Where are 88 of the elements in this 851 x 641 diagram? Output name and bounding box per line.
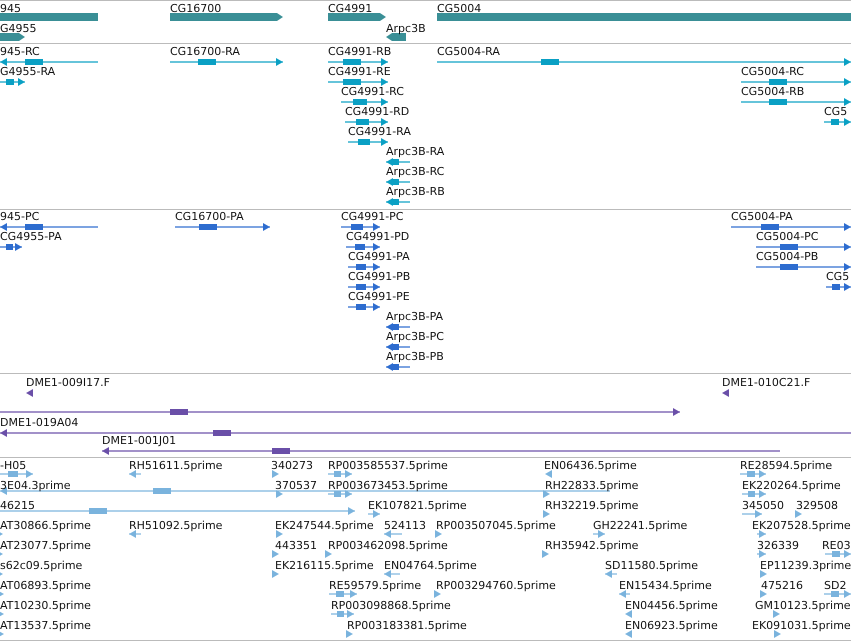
- feature-label: EN04456.5prime: [625, 599, 718, 612]
- feature-label: RP003507045.5prime: [436, 519, 556, 532]
- feature-label: Arpc3B: [386, 22, 426, 35]
- feature-label: RE59579.5prime: [329, 579, 422, 592]
- feature-label: 345050: [742, 499, 784, 512]
- feature-label: AT10230.5prime: [0, 599, 91, 612]
- feature-label: 945: [0, 2, 21, 15]
- feature-label: RP003462098.5prime: [328, 539, 448, 552]
- feature-label: s62c09.5prime: [0, 559, 82, 572]
- feature-label: 3E04.3prime: [0, 479, 70, 492]
- feature-label: EN15434.5prime: [619, 579, 712, 592]
- feature-label: CG5: [826, 270, 850, 283]
- feature-label: CG4991-RA: [348, 125, 411, 138]
- feature-label: EN04764.5prime: [384, 559, 477, 572]
- feature-label: CG5004: [437, 2, 482, 15]
- feature-label: AT23077.5prime: [0, 539, 91, 552]
- feature-label: EK107821.5prime: [368, 499, 467, 512]
- feature-label: 524113: [384, 519, 426, 532]
- feature-label: 945-PC: [0, 210, 40, 223]
- feature-label: EK091031.5prime: [752, 619, 851, 632]
- feature-label: CG4991-PA: [348, 250, 410, 263]
- feature-label: 475216: [761, 579, 803, 592]
- feature-label: RE28594.5prime: [740, 459, 832, 472]
- feature-label: 370537: [275, 479, 317, 492]
- feature-label: CG5004-RA: [437, 45, 500, 58]
- feature-label: CG4991-PB: [348, 270, 410, 283]
- feature-label: G4955: [0, 22, 37, 35]
- feature-label: RH51092.5prime: [129, 519, 222, 532]
- feature-label: Arpc3B-RA: [386, 145, 444, 158]
- feature-label: RE03: [822, 539, 851, 552]
- feature-label: SD11580.5prime: [605, 559, 698, 572]
- feature-label: CG4991-RE: [328, 65, 391, 78]
- feature-label: CG4991-RD: [345, 105, 410, 118]
- feature-label: Arpc3B-PB: [386, 350, 444, 363]
- feature-label: RP003673453.5prime: [328, 479, 448, 492]
- feature-label: AT13537.5prime: [0, 619, 91, 632]
- feature-label: RP003585537.5prime: [328, 459, 448, 472]
- feature-label: GM10123.5prime: [755, 599, 851, 612]
- feature-label: Arpc3B-PC: [386, 330, 444, 343]
- feature-label: EP11239.3prime: [760, 559, 851, 572]
- feature-label: Arpc3B-RB: [386, 185, 445, 198]
- feature-label: RH35942.5prime: [545, 539, 638, 552]
- feature-label: EK247544.5prime: [275, 519, 374, 532]
- feature-label: CG5004-RB: [741, 85, 804, 98]
- feature-label: 945-RC: [0, 45, 40, 58]
- feature-label: GH22241.5prime: [593, 519, 688, 532]
- feature-label: CG4991-RC: [341, 85, 404, 98]
- feature-label: 329508: [796, 499, 838, 512]
- feature-label: AT30866.5prime: [0, 519, 91, 532]
- feature-label: CG16700-PA: [175, 210, 244, 223]
- feature-label: AT06893.5prime: [0, 579, 91, 592]
- feature-label: DME1-009I17.F: [26, 376, 110, 389]
- feature-label: DME1-001J01: [102, 434, 176, 447]
- feature-label: RP003294760.5prime: [436, 579, 556, 592]
- feature-label: RH32219.5prime: [545, 499, 638, 512]
- feature-label: CG16700-RA: [170, 45, 240, 58]
- feature-label: G4955-RA: [0, 65, 56, 78]
- feature-label: RP003183381.5prime: [347, 619, 467, 632]
- feature-label: CG5004-RC: [741, 65, 804, 78]
- feature-label: Arpc3B-RC: [386, 165, 444, 178]
- feature-label: EK216115.5prime: [275, 559, 374, 572]
- feature-label: 443351: [275, 539, 317, 552]
- feature-label: DME1-019A04: [0, 416, 78, 429]
- feature-label: 46215: [0, 499, 35, 512]
- feature-label: 326339: [757, 539, 799, 552]
- feature-label: DME1-010C21.F: [722, 376, 810, 389]
- feature-label: CG16700: [170, 2, 222, 15]
- feature-label: EK220264.5prime: [742, 479, 841, 492]
- feature-label: CG4991-PC: [341, 210, 404, 223]
- feature-label: CG5004-PC: [756, 230, 818, 243]
- feature-label: EN06923.5prime: [625, 619, 718, 632]
- feature-label: CG5: [824, 105, 848, 118]
- feature-label: SD2: [824, 579, 846, 592]
- feature-label: CG4991-PE: [348, 290, 410, 303]
- feature-label: CG4991: [328, 2, 372, 15]
- feature-label: Arpc3B-PA: [386, 310, 444, 323]
- feature-label: EN06436.5prime: [544, 459, 637, 472]
- feature-label: 340273: [271, 459, 313, 472]
- feature-label: CG4991-RB: [328, 45, 392, 58]
- feature-label: CG4991-PD: [346, 230, 410, 243]
- feature-label: CG5004-PA: [731, 210, 793, 223]
- feature-label: EK207528.5prime: [752, 519, 851, 532]
- feature-label: -H05: [0, 459, 26, 472]
- feature-label: RP003098868.5prime: [331, 599, 451, 612]
- feature-label: CG5004-PB: [756, 250, 818, 263]
- feature-label: CG4955-PA: [0, 230, 62, 243]
- feature-label: RH22833.5prime: [545, 479, 638, 492]
- feature-label: RH51611.5prime: [129, 459, 222, 472]
